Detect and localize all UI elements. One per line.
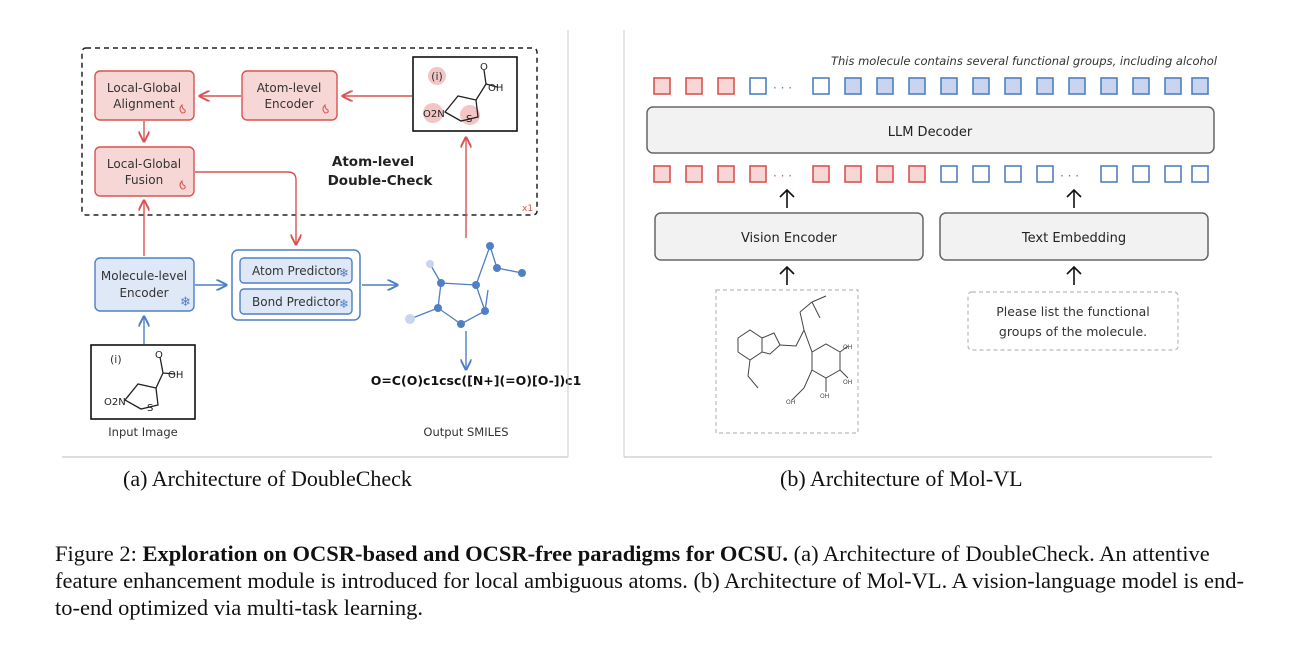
- svg-text:OH: OH: [843, 379, 852, 386]
- text-prompt-box: Please list the functional groups of the…: [967, 291, 1179, 351]
- blue-arrows: [144, 285, 466, 369]
- figure-label: Figure 2:: [55, 541, 137, 566]
- caption-a: (a) Architecture of DoubleCheck: [123, 466, 412, 491]
- figure-description: (a) Architecture of DoubleCheck. An atte…: [55, 541, 1245, 620]
- svg-text:· · ·: · · ·: [773, 81, 792, 95]
- s-label: S: [147, 403, 153, 414]
- flame-icon: [179, 103, 186, 114]
- atom-encoder-label-line2: Encoder: [264, 97, 313, 111]
- snowflake-icon: ❄: [180, 295, 191, 310]
- llm-decoder-box: LLM Decoder: [646, 106, 1215, 154]
- atom-level-encoder-box: Atom-level Encoder: [241, 70, 338, 121]
- molecule-level-encoder-box: Molecule-level Encoder ❄: [94, 257, 195, 312]
- loop-count: x1: [522, 204, 533, 214]
- alignment-label-line1: Local-Global: [107, 81, 181, 95]
- figure-caption: Figure 2: Exploration on OCSR-based and …: [55, 540, 1245, 621]
- svg-text:OH: OH: [843, 344, 852, 351]
- svg-text:OH: OH: [786, 399, 795, 406]
- output-smiles-label: Output SMILES: [423, 425, 508, 439]
- s-label: S: [466, 114, 472, 125]
- o-label: O: [480, 62, 488, 73]
- doublecheck-diagram: Local-Global Alignment Atom-level Encode…: [62, 30, 582, 458]
- mol-encoder-label-line1: Molecule-level: [101, 269, 187, 283]
- red-arrows: [144, 96, 466, 256]
- double-check-label-line1: Atom-level: [332, 154, 414, 170]
- snowflake-icon: ❄: [339, 266, 349, 280]
- input-molecule-image: (i) OH O O2N S: [90, 344, 196, 420]
- input-image-label: Input Image: [108, 425, 177, 439]
- o2n-label: O2N: [104, 397, 126, 408]
- up-arrows: [779, 188, 1082, 285]
- caption-b: (b) Architecture of Mol-VL: [780, 466, 1023, 491]
- model-output-text: This molecule contains several functiona…: [831, 54, 1218, 68]
- snowflake-icon: ❄: [339, 297, 349, 311]
- svg-text:· · ·: · · ·: [773, 169, 792, 183]
- molecule-graph-nodes: [405, 242, 526, 328]
- atom-crop-image: (i) OH O O2N S: [412, 56, 518, 132]
- flame-icon: [179, 179, 186, 190]
- fusion-label-line1: Local-Global: [107, 157, 181, 171]
- mol-vl-diagram: This molecule contains several functiona…: [623, 30, 1218, 458]
- smiles-string: O=C(O)c1csc([N+](=O)[O-])c1: [371, 373, 582, 388]
- bond-predictor-label: Bond Predictor: [252, 295, 340, 309]
- vision-encoder-box: Vision Encoder: [654, 212, 924, 261]
- molecule-graph: [409, 245, 523, 325]
- llm-decoder-label: LLM Decoder: [888, 125, 973, 140]
- roi-marker: (i): [431, 70, 443, 83]
- svg-text:· · ·: · · ·: [1060, 169, 1079, 183]
- fusion-label-line2: Fusion: [125, 173, 163, 187]
- input-token-row: · · · · · ·: [653, 165, 1209, 183]
- flame-icon: [322, 103, 329, 114]
- alignment-label-line2: Alignment: [113, 97, 175, 111]
- input-molecule-image: OH OH OH OH: [715, 289, 859, 434]
- roi-marker: (i): [110, 353, 122, 366]
- svg-text:OH: OH: [820, 393, 829, 400]
- text-embedding-label: Text Embedding: [1021, 231, 1126, 246]
- local-global-alignment-box: Local-Global Alignment: [94, 70, 195, 121]
- output-token-row: · · ·: [653, 77, 1209, 95]
- o-label: O: [155, 350, 163, 361]
- prompt-line1: Please list the functional: [996, 304, 1150, 319]
- oh-label: OH: [168, 370, 183, 381]
- double-check-label-line2: Double-Check: [328, 173, 434, 189]
- vision-encoder-label: Vision Encoder: [741, 231, 838, 246]
- predictor-group: Atom Predictor ❄ Bond Predictor ❄: [231, 249, 361, 321]
- double-check-region: [81, 47, 538, 216]
- figure-title: Exploration on OCSR-based and OCSR-free …: [142, 541, 788, 566]
- prompt-line2: groups of the molecule.: [999, 324, 1147, 339]
- oh-label: OH: [488, 83, 503, 94]
- atom-predictor-label: Atom Predictor: [252, 264, 341, 278]
- atom-encoder-label-line1: Atom-level: [257, 81, 322, 95]
- text-embedding-box: Text Embedding: [939, 212, 1209, 261]
- o2n-label: O2N: [423, 109, 445, 120]
- mol-encoder-label-line2: Encoder: [119, 286, 168, 300]
- local-global-fusion-box: Local-Global Fusion: [94, 146, 195, 197]
